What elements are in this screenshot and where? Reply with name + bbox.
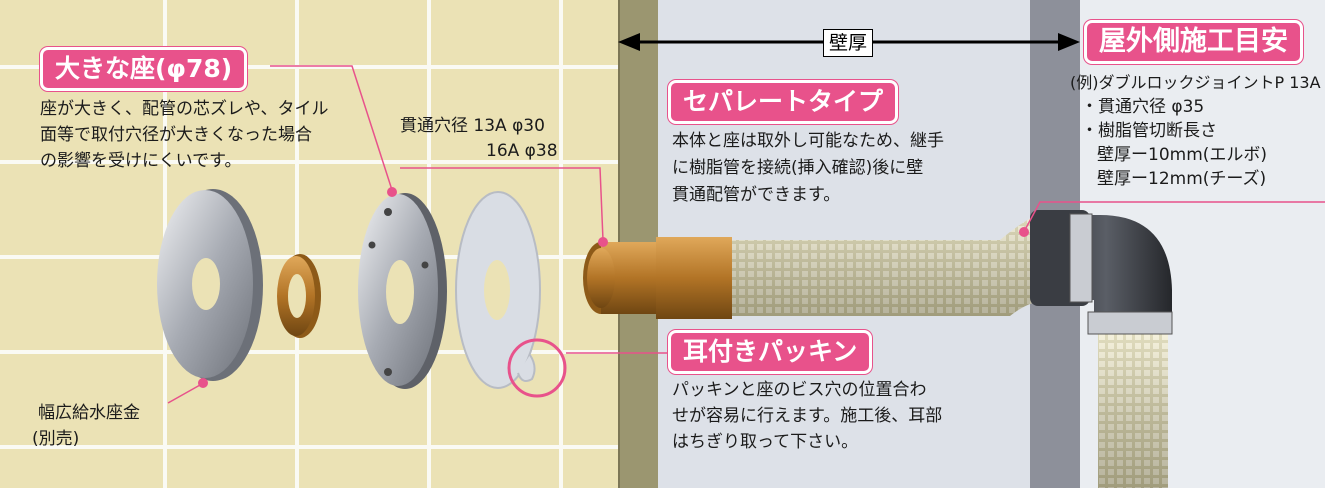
wide-plate-label-2: (別売) [32, 429, 80, 449]
ear-packing [455, 191, 541, 389]
big-seat-line-3: の影響を受けにくいです。 [40, 151, 242, 171]
outdoor-title: 屋外側施工目安 [1084, 20, 1303, 64]
big-seat-line-2: 面等で取付穴径が大きくなった場合 [40, 125, 312, 145]
separate-line-1: 本体と座は取外し可能なため、継手 [672, 131, 944, 151]
big-seat-part [358, 193, 447, 389]
outdoor-line-1: ・貫通穴径 φ35 [1081, 97, 1205, 117]
packing-line-3: はちぎり取って下さい。 [672, 432, 859, 452]
hole-diameter-line-2: 16A φ38 [486, 141, 558, 161]
lock-nut [277, 254, 321, 338]
wall-thickness-label: 壁厚 [823, 29, 874, 57]
outdoor-example: (例)ダブルロックジョイントP 13A [1070, 73, 1321, 92]
hole-diameter-line-1: 貫通穴径 13A φ30 [400, 116, 545, 136]
packing-title: 耳付きパッキン [668, 330, 873, 374]
big-seat-title: 大きな座(φ78) [40, 47, 248, 91]
elbow-joint [1030, 210, 1173, 335]
separate-title: セパレートタイプ [668, 80, 899, 124]
big-seat-line-1: 座が大きく、配管の芯ズレや、タイル [40, 99, 329, 119]
wide-plate-label-1: 幅広給水座金 [38, 403, 140, 423]
outdoor-line-2: ・樹脂管切断長さ [1081, 121, 1217, 141]
fitting-body [583, 237, 732, 319]
resin-pipe [732, 210, 1168, 488]
wide-seat-plate [157, 189, 263, 381]
leader-lines [167, 65, 1325, 404]
outdoor-line-4: 壁厚ー12mm(チーズ) [1097, 169, 1267, 189]
packing-line-2: せが容易に行えます。施工後、耳部 [672, 406, 943, 426]
packing-line-1: パッキンと座のビス穴の位置合わ [672, 380, 927, 400]
separate-line-3: 貫通配管ができます。 [672, 185, 841, 205]
outdoor-line-3: 壁厚ー10mm(エルボ) [1097, 145, 1268, 165]
separate-line-2: に樹脂管を接続(挿入確認)後に壁 [672, 158, 924, 178]
